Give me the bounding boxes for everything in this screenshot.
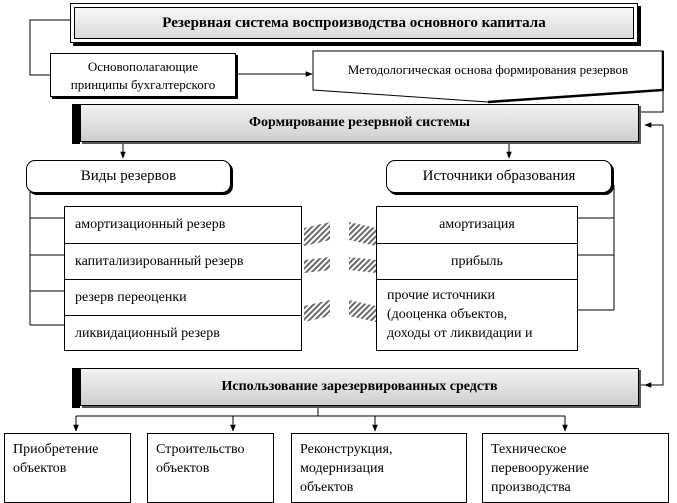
methodology-banner bbox=[312, 50, 664, 104]
source-other-line: прочие источники bbox=[387, 288, 495, 303]
reserve-type-item: амортизационный резерв bbox=[65, 207, 301, 244]
reserve-types-header: Виды резервов bbox=[26, 160, 231, 193]
formation-bar: Формирование резервной системы bbox=[80, 104, 639, 142]
principles-line-1: Основополагающие bbox=[87, 59, 199, 74]
title-frame: Резервная система воспроизводства основн… bbox=[70, 3, 638, 43]
outcome-line: объектов bbox=[156, 461, 210, 476]
reserve-type-item: резерв переоценки bbox=[65, 280, 301, 316]
usage-bar: Использование зарезервированных средств bbox=[80, 368, 639, 406]
outcome-box-construction: Строительство объектов bbox=[147, 433, 274, 503]
outcome-line: Приобретение bbox=[13, 442, 99, 457]
outcome-box-acquisition: Приобретение объектов bbox=[4, 433, 131, 503]
principles-box: Основополагающие принципы бухгалтерского bbox=[50, 53, 236, 97]
source-other-line: (дооценка объектов, bbox=[387, 307, 508, 322]
source-other-line: доходы от ликвидации и bbox=[387, 326, 533, 341]
outcome-line: Строительство bbox=[156, 442, 245, 457]
sources-list: амортизация прибыль прочие источники (до… bbox=[376, 206, 578, 351]
reserve-type-item: ликвидационный резерв bbox=[75, 325, 220, 341]
usage-bar-cap-left bbox=[72, 368, 80, 408]
outcome-box-reequipment: Техническое перевооружение производства bbox=[482, 433, 669, 503]
outcome-line: модернизация bbox=[300, 461, 384, 476]
formation-bar-cap-left bbox=[72, 104, 80, 144]
source-item: амортизация bbox=[377, 207, 577, 244]
outcome-box-reconstruction: Реконструкция, модернизация объектов bbox=[291, 433, 467, 503]
sources-header: Источники образования bbox=[386, 160, 612, 193]
outcome-line: объектов bbox=[300, 480, 354, 495]
outcome-line: производства bbox=[491, 480, 571, 495]
methodology-label: Методологическая основа формирования рез… bbox=[347, 62, 629, 77]
diagram-title: Резервная система воспроизводства основн… bbox=[74, 7, 634, 39]
source-item: прибыль bbox=[377, 244, 577, 280]
outcome-line: Реконструкция, bbox=[300, 442, 393, 457]
reserve-types-list: амортизационный резерв капитализированны… bbox=[64, 206, 302, 351]
source-item-other: прочие источники (дооценка объектов, дох… bbox=[377, 280, 579, 351]
outcome-line: объектов bbox=[13, 461, 67, 476]
reserve-type-item: капитализированный резерв bbox=[65, 244, 301, 280]
outcome-line: Техническое bbox=[491, 442, 567, 457]
outcome-line: перевооружение bbox=[491, 461, 589, 476]
principles-line-2: принципы бухгалтерского bbox=[70, 77, 216, 92]
